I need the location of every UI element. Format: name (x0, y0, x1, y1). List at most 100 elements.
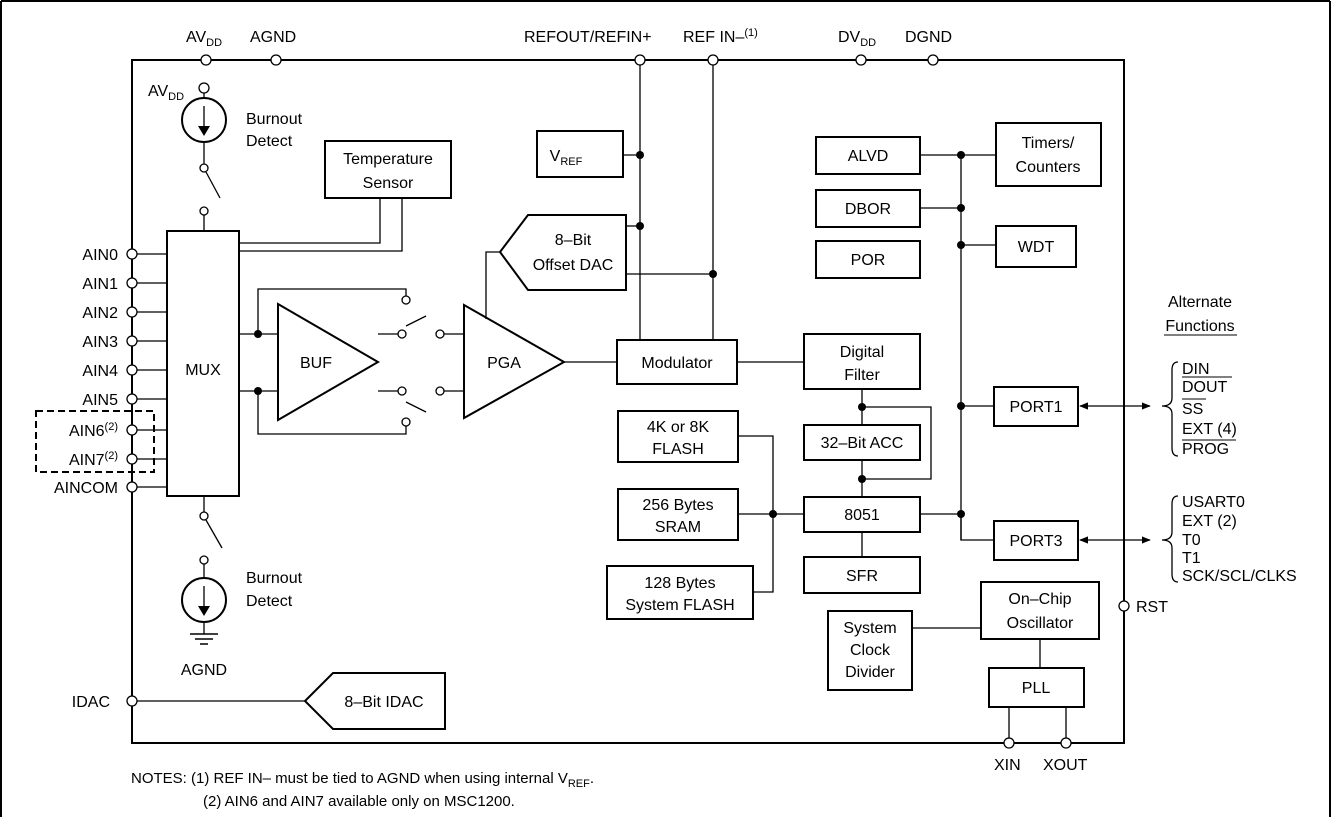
mux-label: MUX (185, 362, 221, 379)
buf-label: BUF (300, 355, 332, 372)
port3-block (993, 520, 1079, 561)
note1-end: . (590, 770, 594, 787)
port3-func-4: SCK/SCL/CLKS (1182, 568, 1297, 585)
pin-idac-label: IDAC (72, 694, 110, 711)
modulator-label: Modulator (641, 355, 713, 372)
flash-block (617, 410, 739, 463)
port3-label: PORT3 (1009, 533, 1062, 550)
offset-dac-line2: Offset DAC (533, 257, 614, 274)
alternate-functions: Alternate Functions DIN DOUT SS EXT (4) … (1161, 294, 1297, 585)
idac-block (303, 672, 446, 730)
svg-text:VREF: VREF (550, 148, 583, 168)
port1-func-3: EXT (4) (1182, 421, 1237, 438)
pin-xout (1060, 737, 1072, 749)
vref-block (536, 130, 624, 178)
port1-brace-icon (1161, 361, 1179, 457)
sfr-block (803, 556, 921, 594)
pin-dgnd: DGND (905, 29, 952, 66)
burnout-avdd-sub: DD (168, 91, 184, 103)
burnout-top-line1: Burnout (246, 111, 303, 128)
port1-func-0: DIN (1182, 361, 1210, 378)
sram-block (617, 488, 739, 541)
burnout-bottom-line2: Detect (246, 593, 293, 610)
timers-block (995, 122, 1102, 187)
cpu-8051-label: 8051 (844, 507, 880, 524)
digital-filter-block (803, 333, 921, 390)
pin-ain6-sup: (2) (105, 421, 118, 433)
pin-avdd-main: AV (186, 29, 206, 46)
acc-label: 32–Bit ACC (821, 435, 904, 452)
system-flash-line1: 128 Bytes (644, 575, 715, 592)
clock-divider-line3: Divider (845, 664, 895, 681)
pin-ain6-main: AIN6 (69, 423, 105, 440)
pin-rst (1118, 600, 1130, 612)
dbor-block (815, 189, 921, 228)
pin-aincom-label: AINCOM (54, 480, 118, 497)
flash-line1: 4K or 8K (647, 419, 710, 436)
note1-sub: REF (568, 778, 590, 790)
pin-idac (126, 695, 138, 707)
vref-main: V (550, 148, 561, 165)
alternate-header-line2: Functions (1165, 318, 1234, 335)
clock-divider-line2: Clock (850, 642, 891, 659)
pga-block (463, 303, 567, 420)
por-label: POR (851, 252, 886, 269)
oscillator-line2: Oscillator (1007, 615, 1074, 632)
pin-dvdd-sub: DD (860, 37, 876, 49)
por-block (815, 240, 921, 279)
digital-filter-line2: Filter (844, 367, 880, 384)
alvd-label: ALVD (848, 148, 889, 165)
system-flash-line2: System FLASH (625, 597, 734, 614)
temperature-sensor-block (324, 140, 452, 199)
pin-refin-main: REF IN– (683, 29, 744, 46)
pll-label: PLL (1022, 680, 1051, 697)
port1-func-2: SS (1182, 401, 1203, 418)
port3-func-0: USART0 (1182, 494, 1245, 511)
burnout-top-line2: Detect (246, 133, 293, 150)
pin-agnd-top: AGND (250, 29, 296, 66)
burnout-agnd-label: AGND (181, 662, 227, 679)
burnout-bottom: Burnout Detect AGND (181, 496, 303, 679)
pin-rst-label: RST (1136, 599, 1168, 616)
pin-ain7-sup: (2) (105, 450, 118, 462)
pin-avdd: AVDD (186, 29, 222, 66)
svg-text:DVDD: DVDD (838, 29, 876, 49)
sram-line2: SRAM (655, 519, 701, 536)
pin-dvdd: DVDD (838, 29, 876, 66)
clock-divider-line1: System (843, 620, 896, 637)
acc-block (803, 424, 921, 461)
note1-prefix: NOTES: (1) REF IN– must be tied to AGND … (131, 770, 568, 787)
pin-refout-label: REFOUT/REFIN+ (524, 29, 652, 46)
pin-refin-sup: (1) (744, 27, 757, 39)
dbor-label: DBOR (845, 201, 891, 218)
clock-divider-block (827, 610, 913, 691)
wdt-label: WDT (1018, 239, 1055, 256)
temperature-sensor-line1: Temperature (343, 151, 433, 168)
sfr-label: SFR (846, 568, 878, 585)
pll-block (988, 667, 1085, 708)
digital-filter-line1: Digital (840, 344, 884, 361)
pin-ain3-label: AIN3 (82, 334, 118, 351)
pga-label: PGA (487, 355, 521, 372)
burnout-top: AVDD Burnout Detect (148, 82, 303, 231)
port3-func-2: T0 (1182, 532, 1201, 549)
svg-text:AVDD: AVDD (148, 83, 184, 103)
pin-avdd-sub: DD (206, 37, 222, 49)
note2: (2) AIN6 and AIN7 available only on MSC1… (203, 793, 515, 810)
alternate-header-line1: Alternate (1168, 294, 1232, 311)
wdt-block (995, 225, 1077, 268)
port3-func-1: EXT (2) (1182, 513, 1237, 530)
timers-line1: Timers/ (1022, 135, 1075, 152)
port3-func-3: T1 (1182, 550, 1201, 567)
oscillator-line1: On–Chip (1008, 591, 1071, 608)
offset-dac-line1: 8–Bit (555, 232, 592, 249)
pin-dgnd-label: DGND (905, 29, 952, 46)
flash-line2: FLASH (652, 441, 704, 458)
offset-dac-block (498, 214, 627, 291)
pin-dvdd-main: DV (838, 29, 861, 46)
mux-block (166, 230, 240, 497)
port1-block (993, 386, 1079, 427)
sram-line1: 256 Bytes (642, 497, 713, 514)
pin-ain4-label: AIN4 (82, 363, 118, 380)
